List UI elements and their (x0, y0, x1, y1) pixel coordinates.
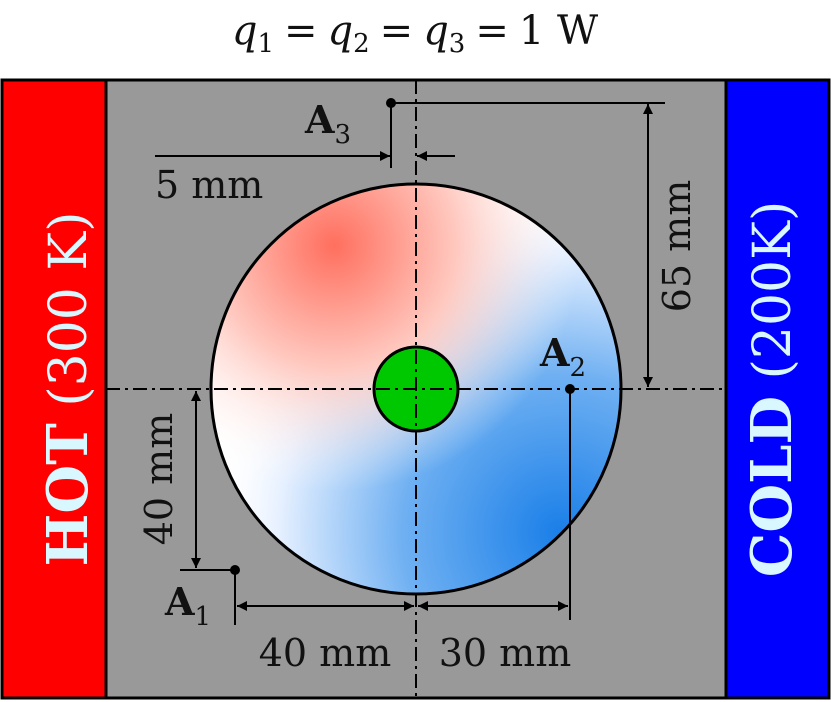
cold-boundary (724, 78, 831, 700)
a2-horizontal-label: 30 mm (439, 631, 572, 675)
point-a2-label: A2 (539, 330, 586, 383)
a3-offset-label: 5 mm (155, 163, 263, 207)
cold-boundary-label: COLD (200K) (739, 201, 805, 578)
hot-boundary (0, 78, 108, 700)
diagram-title: q1=q2=q3=1 W (232, 8, 598, 59)
a1-height-label: 40 mm (137, 413, 181, 546)
a3-height-label: 65 mm (655, 180, 699, 313)
point-a3-label: A3 (304, 97, 351, 150)
point-a1-label: A1 (164, 579, 211, 632)
hot-boundary-label: HOT (300 K) (35, 211, 101, 566)
a1-horizontal-label: 40 mm (259, 631, 392, 675)
